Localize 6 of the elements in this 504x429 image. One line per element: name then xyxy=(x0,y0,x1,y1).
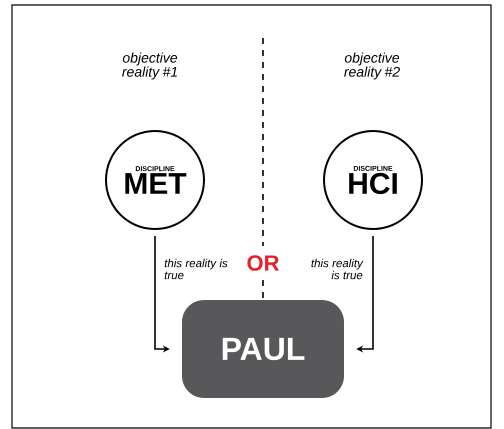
edge-label: this reality is true xyxy=(164,258,228,280)
or-label: OR xyxy=(247,255,280,271)
person-box: PAUL xyxy=(182,300,344,398)
heading: objective reality #2 xyxy=(344,52,400,80)
edge-label: this reality is true xyxy=(311,258,364,280)
heading: objective reality #1 xyxy=(122,52,178,80)
